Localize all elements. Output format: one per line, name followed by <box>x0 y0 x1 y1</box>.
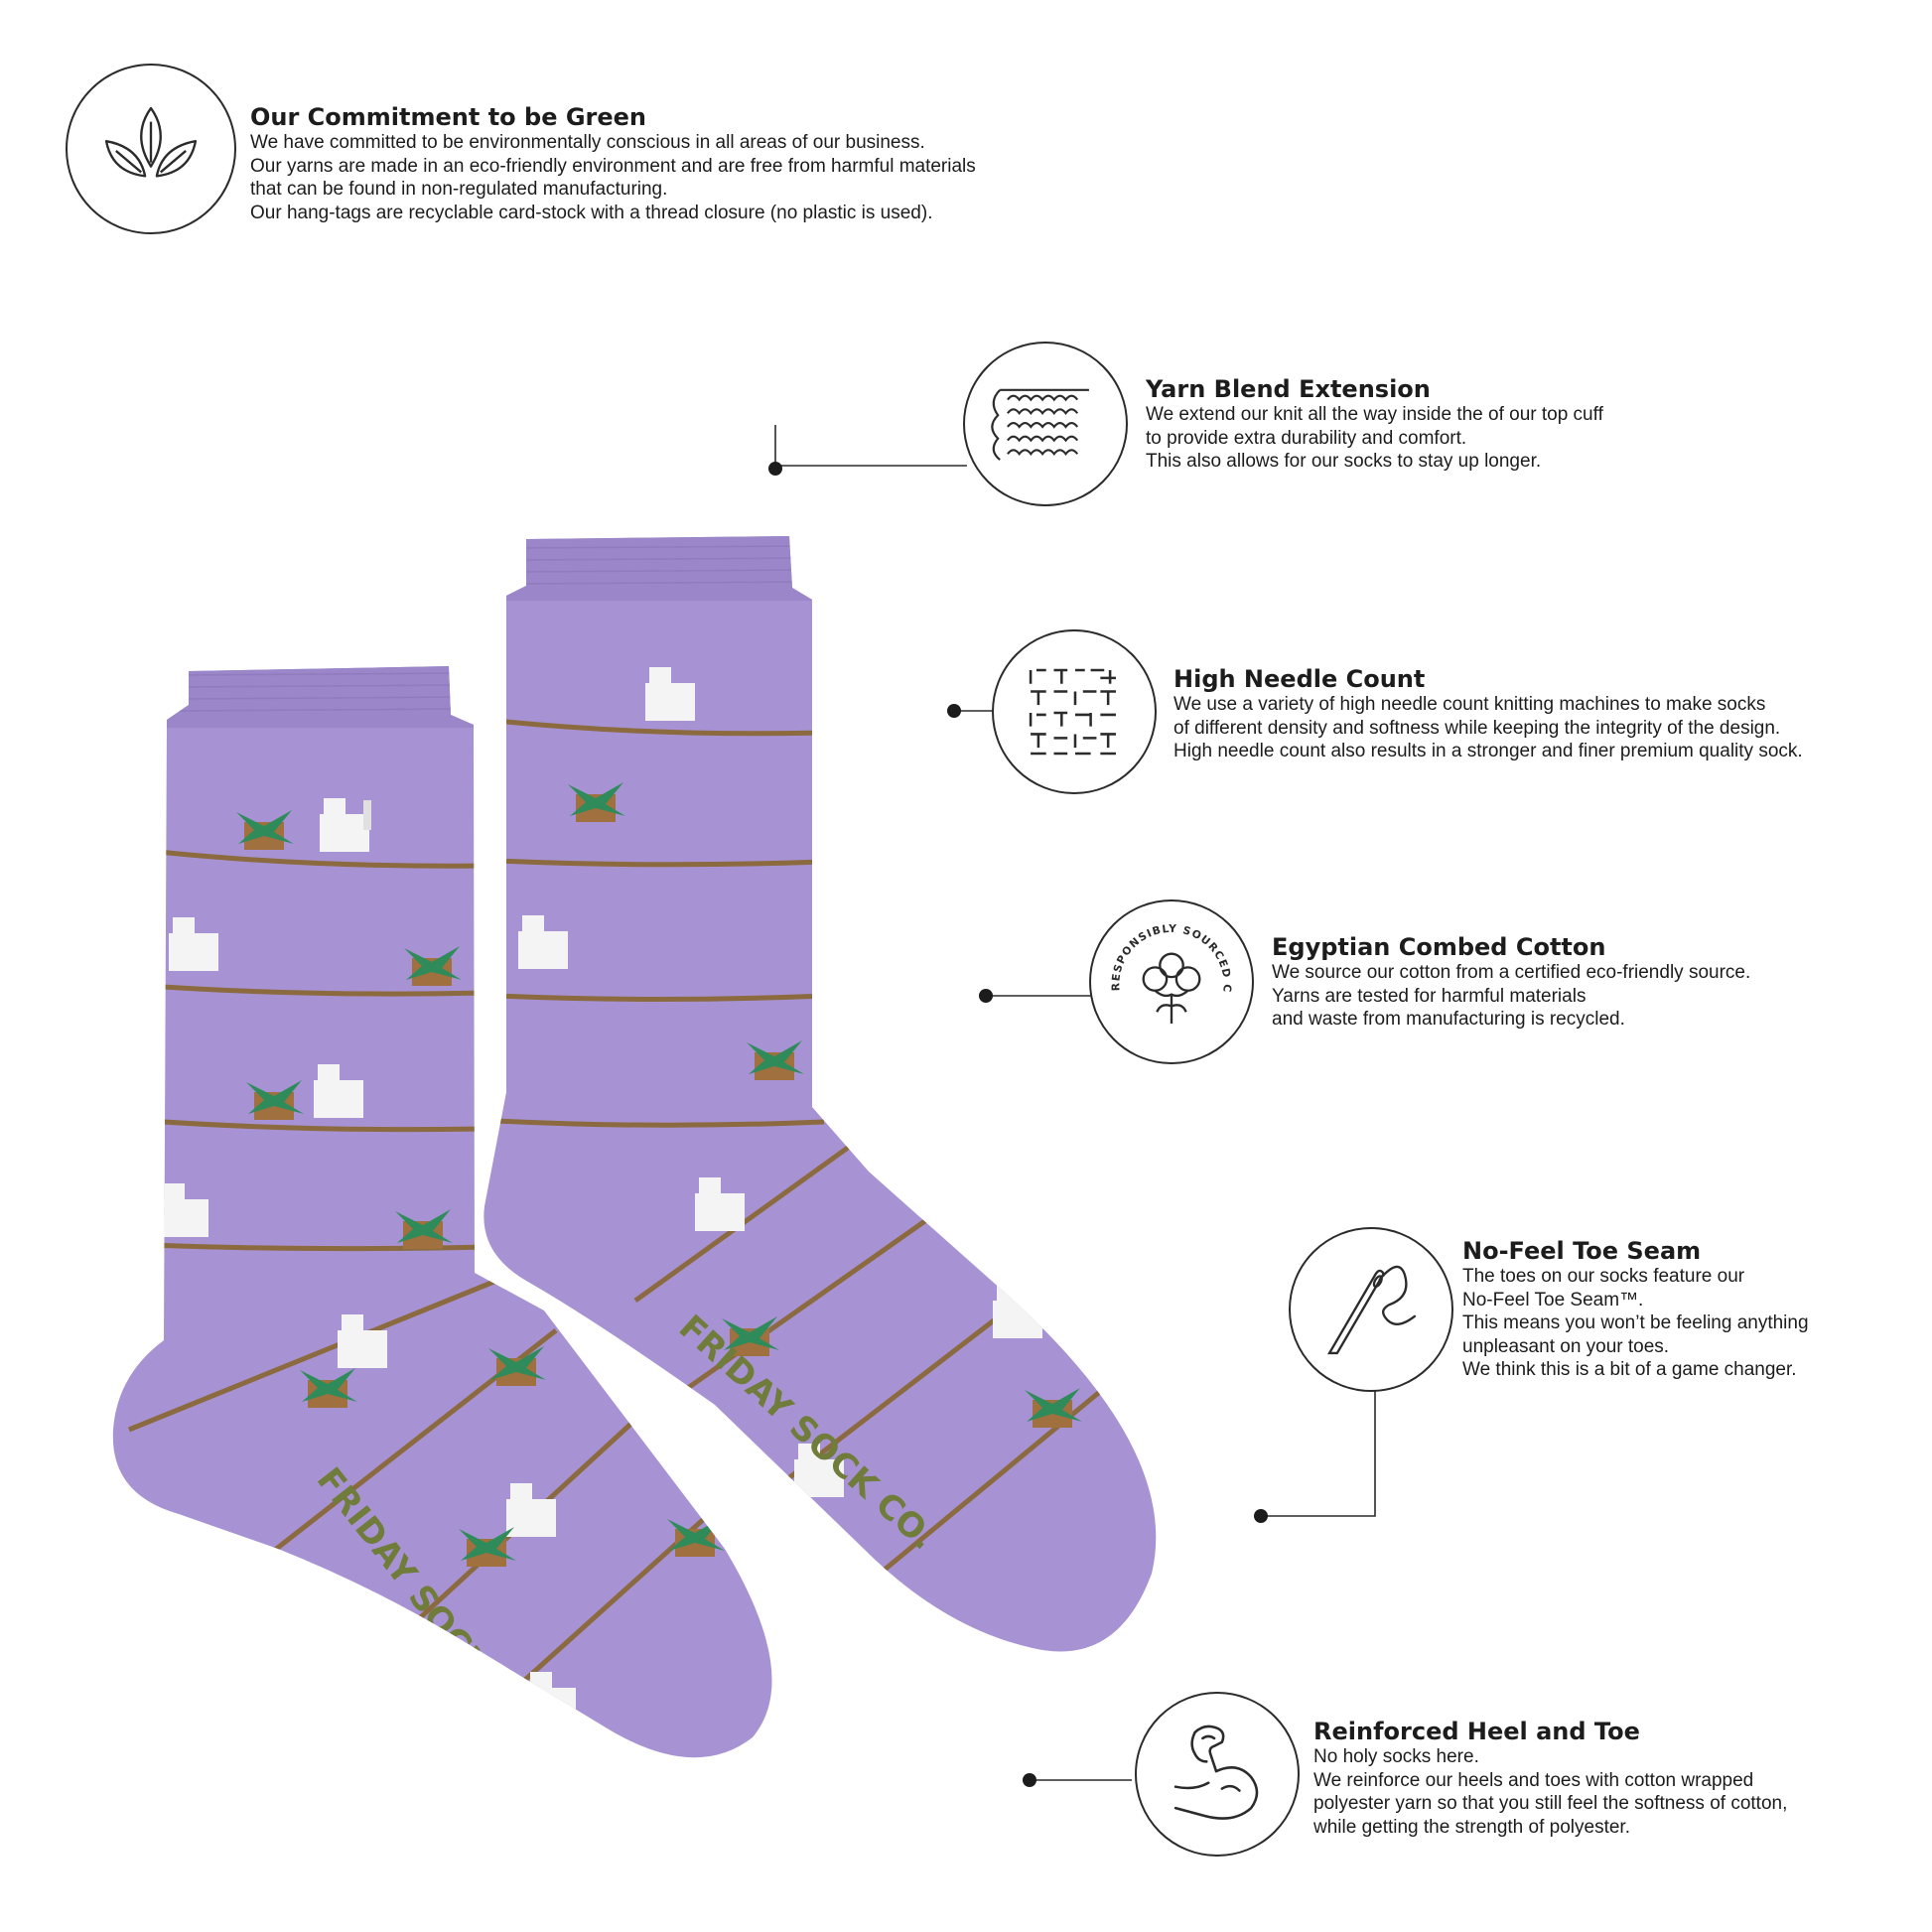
feature-toe-icon-circle <box>1289 1227 1453 1392</box>
feature-needle-line-1: We use a variety of high needle count kn… <box>1173 694 1766 715</box>
needle-thread-icon <box>1326 1265 1417 1355</box>
feature-toe-line-1: The toes on our socks feature our <box>1462 1266 1745 1287</box>
feature-cotton-text: Egyptian Combed Cotton We source our cot… <box>1272 933 1750 1032</box>
feature-yarn-line-3: This also allows for our socks to stay u… <box>1146 451 1542 472</box>
left-sock-pattern <box>159 798 725 1725</box>
feature-yarn-text: Yarn Blend Extension We extend our knit … <box>1146 375 1603 474</box>
feature-toe-line-2: No-Feel Toe Seam™. <box>1462 1289 1644 1311</box>
feature-green-line-4: Our hang-tags are recyclable card-stock … <box>250 202 933 223</box>
feature-cotton-line-3: and waste from manufacturing is recycled… <box>1272 1009 1625 1030</box>
svg-text:RESPONSIBLY SOURCED COTTON: RESPONSIBLY SOURCED COTTON <box>1091 901 1234 994</box>
feature-toe-line-4: unpleasant on your toes. <box>1462 1335 1670 1357</box>
feature-green-line-1: We have committed to be environmentally … <box>250 132 925 153</box>
left-sock-cuff <box>112 666 496 728</box>
feature-toe-title: No-Feel Toe Seam <box>1462 1237 1702 1265</box>
feature-heel-icon-circle <box>1135 1692 1300 1857</box>
feature-green-text: Our Commitment to be Green We have commi… <box>250 103 976 224</box>
feature-green-line-3: that can be found in non-regulated manuf… <box>250 179 668 200</box>
feature-toe-text: No-Feel Toe Seam The toes on our socks f… <box>1462 1237 1809 1382</box>
feature-needle-line-2: of different density and softness while … <box>1173 717 1781 739</box>
needle-pattern-icon <box>1029 668 1116 756</box>
cotton-flower-icon: RESPONSIBLY SOURCED COTTON <box>1091 901 1234 1024</box>
feature-green-title: Our Commitment to be Green <box>250 103 646 131</box>
right-sock-pattern <box>518 667 1082 1497</box>
feature-toe-line-3: This means you won’t be feeling anything <box>1462 1312 1809 1333</box>
feature-yarn-title: Yarn Blend Extension <box>1146 375 1431 403</box>
feature-cotton-icon-circle: RESPONSIBLY SOURCED COTTON <box>1089 899 1254 1064</box>
feature-needle-icon-circle <box>992 629 1157 794</box>
feature-heel-text: Reinforced Heel and Toe No holy socks he… <box>1313 1718 1787 1839</box>
feature-cotton-title: Egyptian Combed Cotton <box>1272 933 1606 961</box>
leaves-icon <box>104 106 198 178</box>
feature-green-icon-circle <box>66 64 236 234</box>
feature-cotton-line-2: Yarns are tested for harmful materials <box>1272 985 1587 1007</box>
feature-heel-line-3: polyester yarn so that you still feel th… <box>1313 1793 1788 1814</box>
feature-heel-line-1: No holy socks here. <box>1313 1746 1479 1767</box>
feature-yarn-line-2: to provide extra durability and comfort. <box>1146 427 1467 449</box>
feature-yarn-line-1: We extend our knit all the way inside th… <box>1146 404 1603 425</box>
feature-heel-title: Reinforced Heel and Toe <box>1313 1718 1640 1745</box>
feature-green-line-2: Our yarns are made in an eco-friendly en… <box>250 155 976 177</box>
feature-toe-line-5: We think this is a bit of a game changer… <box>1462 1359 1797 1380</box>
flexed-arm-icon <box>1173 1725 1259 1820</box>
feature-needle-text: High Needle Count We use a variety of hi… <box>1173 665 1803 763</box>
feature-heel-line-2: We reinforce our heels and toes with cot… <box>1313 1769 1754 1791</box>
knit-stitch-icon <box>991 388 1089 461</box>
feature-needle-line-3: High needle count also results in a stro… <box>1173 741 1803 761</box>
feature-yarn-icon-circle <box>963 342 1128 506</box>
right-sock-cuff <box>486 536 824 601</box>
feature-needle-title: High Needle Count <box>1173 665 1426 693</box>
feature-heel-line-4: while getting the strength of polyester. <box>1313 1816 1630 1838</box>
cotton-badge-text: RESPONSIBLY SOURCED COTTON <box>1091 901 1233 994</box>
feature-cotton-line-1: We source our cotton from a certified ec… <box>1272 962 1751 983</box>
